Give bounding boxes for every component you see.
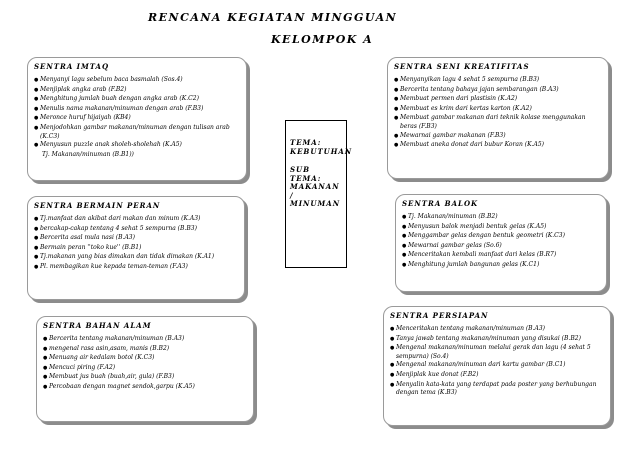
list-item: Tj. Makanan/minuman (B.B2) (402, 213, 600, 222)
list-item: Menyanyi lagu sebelum baca basmalah (Sos… (34, 76, 240, 85)
list-item: mengenal rasa asin,asam, manis (B.B2) (43, 345, 247, 354)
list-item: Bercerita tentang makanan/minuman (B.A3) (43, 335, 247, 344)
sentra-bermain-peran-title: SENTRA BERMAIN PERAN (34, 201, 161, 210)
sentra-balok-box: SENTRA BALOK Tj. Makanan/minuman (B.B2) … (395, 194, 607, 292)
list-item: Menyalin kata-kata yang terdapat pada po… (390, 381, 604, 397)
list-item: Tj.manfaat dan akibat dari makan dan min… (34, 215, 238, 224)
list-item: Mengenal makanan/minuman dari kartu gamb… (390, 361, 604, 370)
list-item: Bercerita asal mula nasi (B.A3) (34, 234, 238, 243)
list-item: Membuat aneka donat dari bubur Koran (K.… (394, 141, 602, 150)
group-title: KELOMPOK A (271, 33, 374, 46)
sentra-bermain-peran-box: SENTRA BERMAIN PERAN Tj.manfaat dan akib… (27, 196, 245, 300)
list-item: Menjiplak kue donat (F.B2) (390, 371, 604, 380)
list-item: Membuat jus buah (buah,air, gula) (F.B3) (43, 373, 247, 382)
list-item: Menceritakan kembali manfaat dari kelas … (402, 251, 600, 260)
list-item: Menjiplak angka arab (F.B2) (34, 86, 240, 95)
list-item: Menghitung jumlah bangunan gelas (K.C1) (402, 261, 600, 270)
sentra-bahan-alam-title: SENTRA BAHAN ALAM (43, 321, 152, 330)
sentra-persiapan-title: SENTRA PERSIAPAN (390, 311, 489, 320)
theme-label: TEMA: KEBUTUHAN (290, 138, 353, 156)
list-item: Pl. membagikan kue kepada teman-teman (F… (34, 263, 238, 272)
list-item: Menjodohkan gambar makanan/minuman denga… (34, 124, 240, 140)
list-item: Mewarnai gambar gelas (So.6) (402, 242, 600, 251)
list-item: Tanya jawab tentang makanan/minuman yang… (390, 335, 604, 344)
list-item: Menghitung jumlah buah dengan angka arab… (34, 95, 240, 104)
list-item: Menggambar gelas dengan bentuk geometri … (402, 232, 600, 241)
subtheme-label: SUB TEMA: MAKANAN / MINUMAN (290, 165, 341, 208)
sentra-seni-box: SENTRA SENI KREATIFITAS Menyanyikan lagu… (387, 57, 609, 179)
sentra-seni-title: SENTRA SENI KREATIFITAS (394, 62, 530, 71)
sentra-imtaq-title: SENTRA IMTAQ (34, 62, 110, 71)
list-item: Membuat gambar makanan dari teknik kolas… (394, 114, 602, 130)
sentra-balok-title: SENTRA BALOK (402, 199, 479, 208)
list-item: Bercerita tentang bahaya jajan sembarang… (394, 86, 602, 95)
list-item: Tj. Makanan/minuman (B.B1)) (42, 150, 134, 158)
list-item: Tj.makanan yang bias dimakan dan tidak d… (34, 253, 238, 262)
list-item: Membuat es krim dari kertas karton (K.A2… (394, 105, 602, 114)
list-item: Mengenal makanan/minuman melalui gerak d… (390, 344, 604, 360)
list-item: Mewarnai gambar makanan (F.B3) (394, 132, 602, 141)
list-item: Mencuci piring (F.A2) (43, 364, 247, 373)
list-item: bercakap-cakap tentang 4 sehat 5 sempurn… (34, 225, 238, 234)
list-item: Bermain peran ''toko kue'' (B.B1) (34, 244, 238, 253)
sentra-bahan-alam-box: SENTRA BAHAN ALAM Bercerita tentang maka… (36, 316, 254, 422)
list-item: Menulis nama makanan/minuman dengan arab… (34, 105, 240, 114)
list-item: Menyusun balok menjadi bentuk gelas (K.A… (402, 223, 600, 232)
list-item: Menyanyikan lagu 4 sehat 5 sempurna (B.B… (394, 76, 602, 85)
list-item: Menyusun puzzle anak sholeh-sholehah (K.… (34, 141, 240, 150)
sentra-persiapan-box: SENTRA PERSIAPAN Menceritakan tentang ma… (383, 306, 611, 426)
plan-title: RENCANA KEGIATAN MINGGUAN (148, 11, 398, 24)
sentra-imtaq-box: SENTRA IMTAQ Menyanyi lagu sebelum baca … (27, 57, 247, 181)
list-item: Percobaan dengan magnet sendok,garpu (K.… (43, 383, 247, 392)
theme-box: TEMA: KEBUTUHAN SUB TEMA: MAKANAN / MINU… (285, 120, 353, 268)
list-item: Menuang air kedalam botol (K.C3) (43, 354, 247, 363)
list-item: Membuat permen dari plastisin (K.A2) (394, 95, 602, 104)
list-item: Meronce huruf hijaiyah (KB4) (34, 114, 240, 123)
list-item: Menceritakan tentang makanan/minuman (B.… (390, 325, 604, 334)
